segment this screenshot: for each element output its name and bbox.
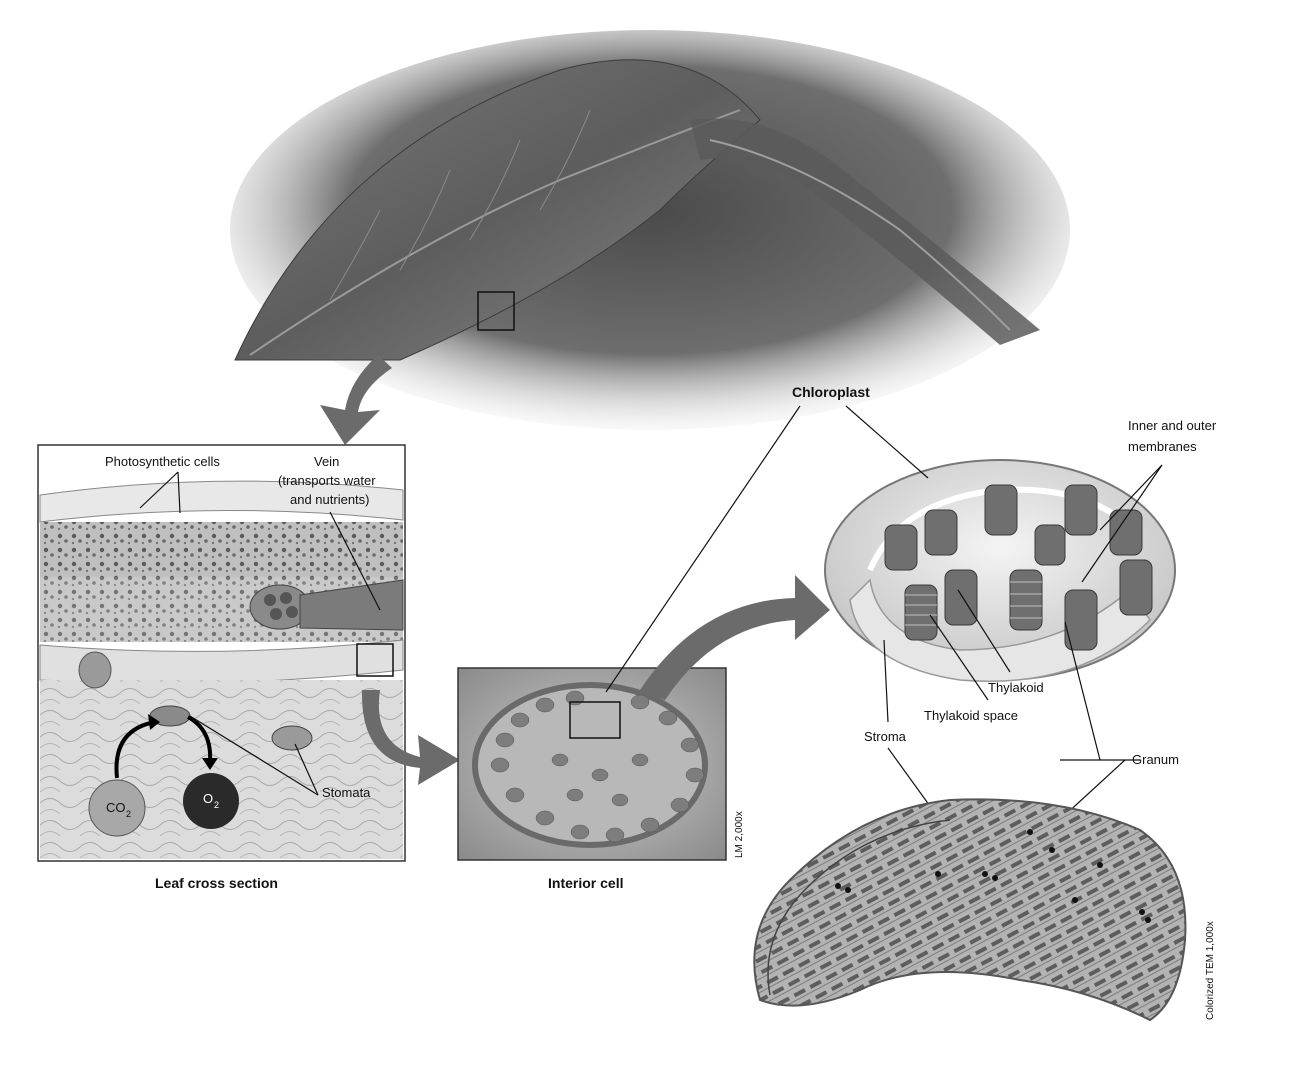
arrow-cell-to-chloroplast [640, 575, 830, 700]
leaf-photo [230, 30, 1070, 430]
label-inner-outer-line2: membranes [1128, 439, 1197, 454]
granum-stacks [884, 484, 1153, 651]
co2-in-arrow [114, 720, 156, 779]
co2-circle [88, 779, 146, 837]
cross-section-zoom-box [356, 643, 394, 677]
label-granum: Granum [1132, 752, 1179, 767]
o2-label: O [203, 791, 213, 806]
leaf-cross-section-panel: CO 2 O 2 Photosynthetic cells Vein (tran… [37, 444, 406, 862]
label-stomata: Stomata [322, 785, 371, 800]
o2-circle [183, 773, 239, 829]
lm-magnification: LM 2,000x [734, 811, 745, 858]
interior-cell-panel [457, 667, 727, 861]
label-thylakoid-space: Thylakoid space [924, 708, 1018, 723]
chloroplast-dots [490, 690, 705, 843]
o2-out-arrow [186, 715, 213, 763]
label-thylakoid: Thylakoid [988, 680, 1044, 695]
arrow-leaf-to-cross-section [320, 355, 392, 445]
cell-zoom-box [569, 701, 621, 739]
tem-magnification: Colorized TEM 1,000x [1205, 921, 1216, 1020]
label-vein-line2: (transports water [278, 473, 376, 488]
tem-micrograph [753, 798, 1187, 1022]
label-chloroplast: Chloroplast [792, 384, 870, 400]
tem-dark-granules [835, 829, 1151, 923]
arrow-cross-section-to-cell [361, 690, 460, 785]
label-photosynthetic-cells: Photosynthetic cells [105, 454, 220, 469]
o2-subscript: 2 [214, 800, 219, 810]
co2-label: CO [106, 800, 126, 815]
label-vein-line1: Vein [314, 454, 339, 469]
chloroplast-illustration [824, 459, 1176, 682]
leaf-zoom-box [477, 291, 515, 331]
co2-subscript: 2 [126, 809, 131, 819]
caption-leaf-cross-section: Leaf cross section [155, 875, 278, 891]
caption-interior-cell: Interior cell [548, 875, 623, 891]
label-stroma: Stroma [864, 729, 907, 744]
label-vein-line3: and nutrients) [290, 492, 370, 507]
label-inner-outer-line1: Inner and outer [1128, 418, 1217, 433]
